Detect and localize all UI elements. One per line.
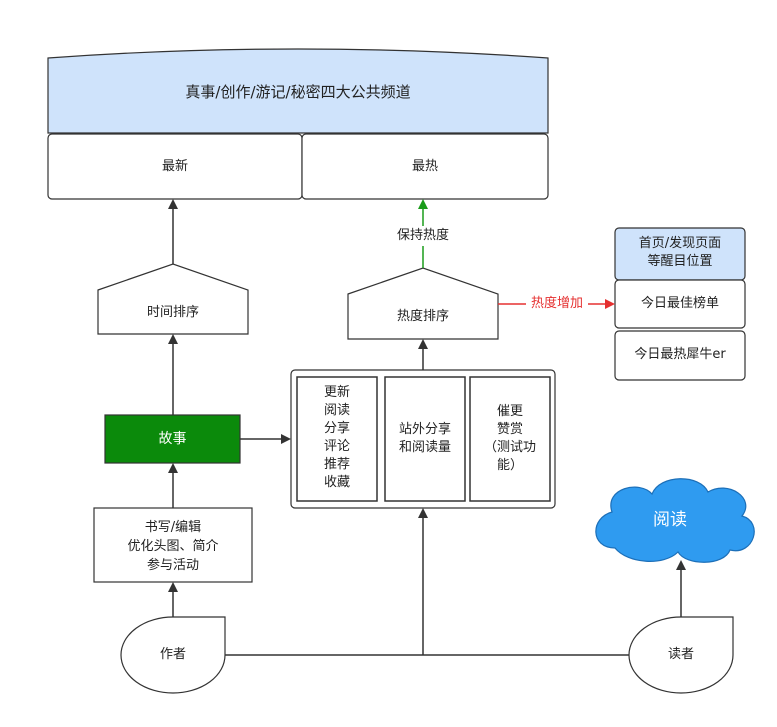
best-list-box xyxy=(614,279,746,329)
metric-read: 阅读 xyxy=(323,403,350,418)
metric-recommend: 推荐 xyxy=(323,457,350,472)
heat-sort-label: 热度排序 xyxy=(396,309,449,324)
reader-shape xyxy=(628,616,734,694)
metric-share: 分享 xyxy=(323,421,350,436)
metrics-internal-text: 更新 阅读 分享 评论 推荐 收藏 xyxy=(297,384,377,492)
homepage-header-line-2: 等醒目位置 xyxy=(647,254,713,269)
best-list-label: 今日最佳榜单 xyxy=(640,296,719,311)
metric-read-count: 和阅读量 xyxy=(398,440,451,455)
hot-list-label: 今日最热犀牛er xyxy=(634,347,726,362)
hot-list-box xyxy=(614,330,746,381)
metric-external-share: 站外分享 xyxy=(398,422,451,437)
metric-test-2: 能） xyxy=(496,458,523,473)
author-actions-box xyxy=(93,507,253,583)
metrics-external-text: 站外分享 和阅读量 xyxy=(385,421,465,457)
metrics-urge-box xyxy=(469,376,551,502)
channel-header-box xyxy=(47,48,549,134)
hottest-label: 最热 xyxy=(411,159,438,174)
homepage-header-line-1: 首页/发现页面 xyxy=(638,236,722,251)
author-actions-text: 书写/编辑 优化头图、简介 参与活动 xyxy=(94,518,252,575)
action-optimize: 优化头图、简介 xyxy=(127,539,219,554)
metric-test-1: （测试功 xyxy=(483,440,536,455)
heat-increase-label: 热度增加 xyxy=(530,296,583,311)
keep-heat-label: 保持热度 xyxy=(396,228,449,243)
time-sort-label: 时间排序 xyxy=(146,305,199,320)
metric-favorite: 收藏 xyxy=(323,475,350,490)
reading-cloud xyxy=(595,478,755,563)
author-shape xyxy=(120,616,226,694)
metrics-internal-box xyxy=(296,376,378,502)
story-label: 故事 xyxy=(158,431,187,447)
metric-tip: 赞赏 xyxy=(496,422,523,437)
cloud-label: 阅读 xyxy=(653,510,687,530)
homepage-header-text: 首页/发现页面 等醒目位置 xyxy=(615,235,745,271)
action-write-edit: 书写/编辑 xyxy=(144,520,202,535)
heat-sort-shape xyxy=(347,267,499,340)
reader-label: 读者 xyxy=(667,647,694,662)
time-sort-shape xyxy=(97,263,249,335)
metric-update: 更新 xyxy=(323,385,350,400)
metrics-urge-text: 催更 赞赏 （测试功 能） xyxy=(470,403,550,475)
channel-title: 真事/创作/游记/秘密四大公共频道 xyxy=(185,83,411,101)
action-join-activity: 参与活动 xyxy=(146,558,199,573)
metric-urge-update: 催更 xyxy=(496,404,523,419)
metrics-external-box xyxy=(384,376,466,502)
metric-comment: 评论 xyxy=(323,439,350,454)
latest-label: 最新 xyxy=(161,159,188,174)
author-label: 作者 xyxy=(159,647,186,662)
